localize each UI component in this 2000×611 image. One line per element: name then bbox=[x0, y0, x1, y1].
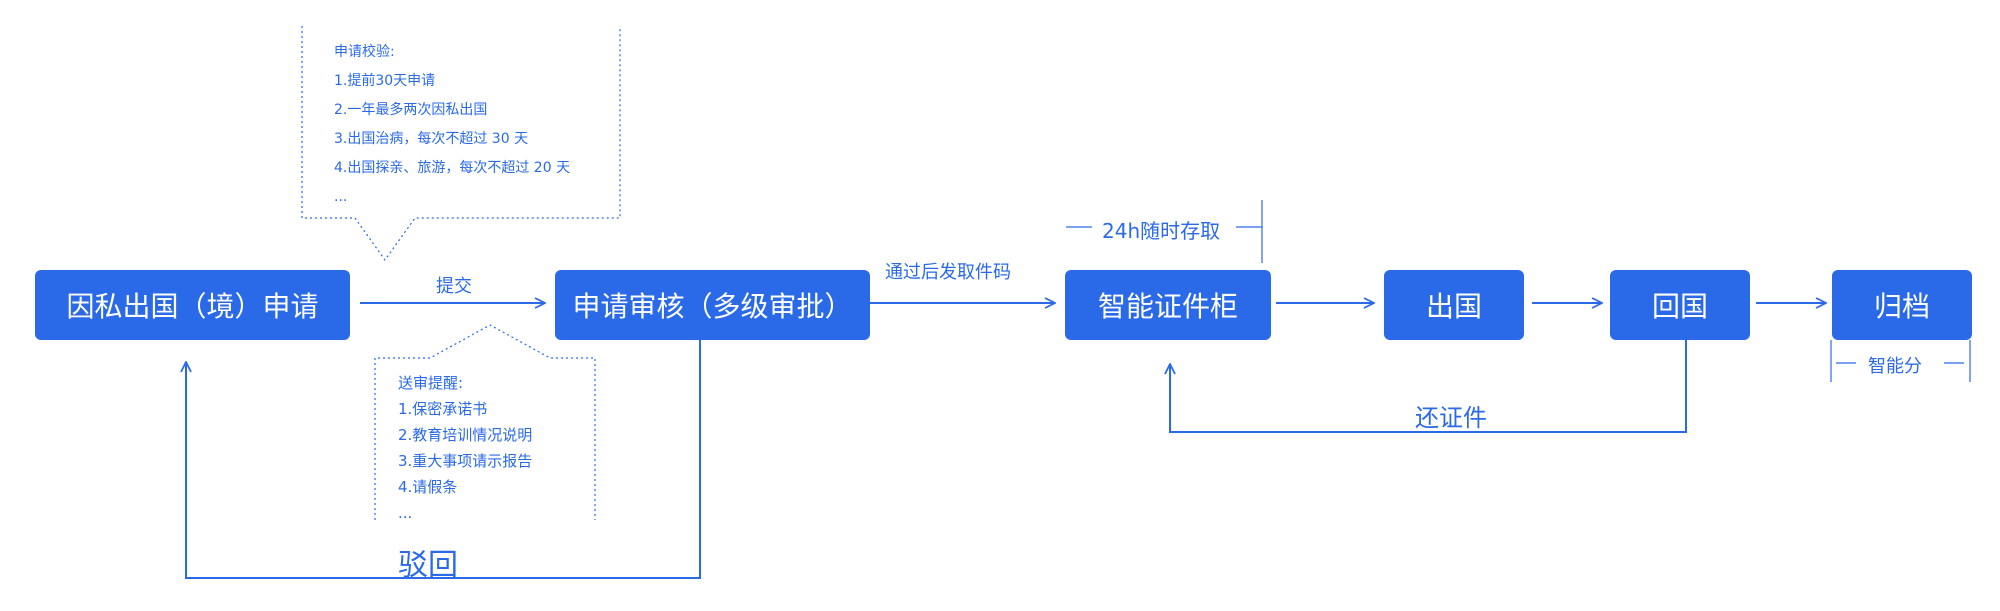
validation-note-title: 申请校验: bbox=[334, 44, 395, 60]
reminder-note: 送审提醒: 1.保密承诺书 2.教育培训情况说明 3.重大事项请示报告 4.请假… bbox=[398, 370, 532, 526]
reminder-note-line: 3.重大事项请示报告 bbox=[398, 452, 533, 470]
validation-note-line: 3.出国治病，每次不超过 30 天 bbox=[334, 131, 529, 147]
reminder-note-line: 1.保密承诺书 bbox=[398, 400, 488, 418]
reminder-callout bbox=[374, 324, 596, 520]
step-exit: 出国 bbox=[1384, 270, 1524, 340]
step-archive: 归档 bbox=[1832, 270, 1972, 340]
validation-note-line: 1.提前30天申请 bbox=[334, 73, 436, 89]
step-apply: 因私出国（境）申请 bbox=[35, 270, 350, 340]
edge-label-reject: 驳回 bbox=[398, 548, 458, 583]
edge-label-pass: 通过后发取件码 bbox=[885, 262, 1011, 283]
step-cabinet: 智能证件柜 bbox=[1065, 270, 1271, 340]
validation-note-line: 4.出国探亲、旅游，每次不超过 20 天 bbox=[334, 160, 571, 176]
validation-callout bbox=[301, 26, 621, 262]
edge-label-return-docs: 还证件 bbox=[1415, 404, 1487, 432]
step-return: 回国 bbox=[1610, 270, 1750, 340]
reminder-note-line: 4.请假条 bbox=[398, 478, 458, 496]
validation-note-line: ... bbox=[334, 189, 348, 205]
annotation-smart-sort: 智能分 bbox=[1868, 356, 1922, 377]
annotation-24h-access: 24h随时存取 bbox=[1102, 219, 1221, 243]
reminder-note-line: ... bbox=[398, 504, 413, 522]
edge-label-submit: 提交 bbox=[436, 276, 472, 297]
arrow-reject bbox=[186, 340, 701, 579]
reminder-note-title: 送审提醒: bbox=[398, 374, 464, 392]
arrow-return-docs bbox=[1170, 340, 1687, 433]
step-review: 申请审核（多级审批） bbox=[555, 270, 870, 340]
validation-note: 申请校验: 1.提前30天申请 2.一年最多两次因私出国 3.出国治病，每次不超… bbox=[334, 38, 570, 212]
validation-note-line: 2.一年最多两次因私出国 bbox=[334, 102, 488, 118]
reminder-note-line: 2.教育培训情况说明 bbox=[398, 426, 533, 444]
